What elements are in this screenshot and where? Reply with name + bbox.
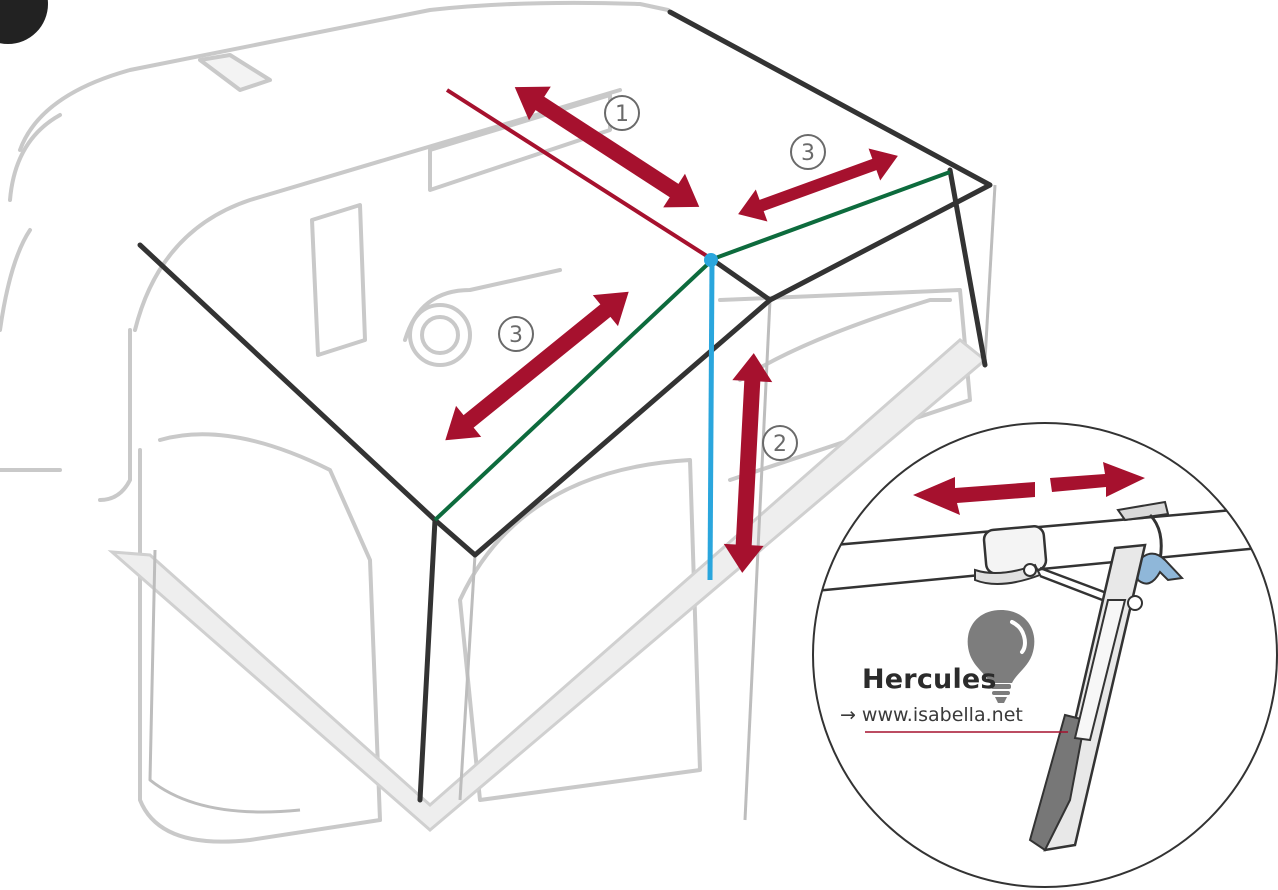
roof-pole-red xyxy=(445,88,712,260)
adjust-arrows xyxy=(445,86,898,573)
pole-joint xyxy=(704,253,718,267)
inset-arrow-right xyxy=(1050,462,1145,497)
callout-3-side-label: 3 xyxy=(509,323,523,348)
ridge-pole-green-right xyxy=(709,170,951,262)
lightbulb-icon xyxy=(967,610,1035,703)
website-link[interactable]: →www.isabella.net xyxy=(840,704,1023,726)
link-arrow: → xyxy=(840,704,856,726)
upright-pole-blue xyxy=(707,261,715,581)
callout-1: 1 xyxy=(604,95,640,131)
website-link-text[interactable]: www.isabella.net xyxy=(861,704,1023,726)
step-badge xyxy=(0,0,48,44)
ridge-pole-green-left xyxy=(433,260,712,522)
inset-arrow-left xyxy=(913,477,1035,515)
ground-mat xyxy=(107,338,988,832)
callout-2: 2 xyxy=(762,425,798,461)
callout-3-top: 3 xyxy=(790,134,826,170)
callout-2-label: 2 xyxy=(773,432,787,457)
detail-inset xyxy=(812,422,1278,888)
callout-3-side: 3 xyxy=(498,316,534,352)
product-name: Hercules xyxy=(862,664,997,695)
callout-3-top-label: 3 xyxy=(801,141,815,166)
callout-1-label: 1 xyxy=(615,102,629,127)
